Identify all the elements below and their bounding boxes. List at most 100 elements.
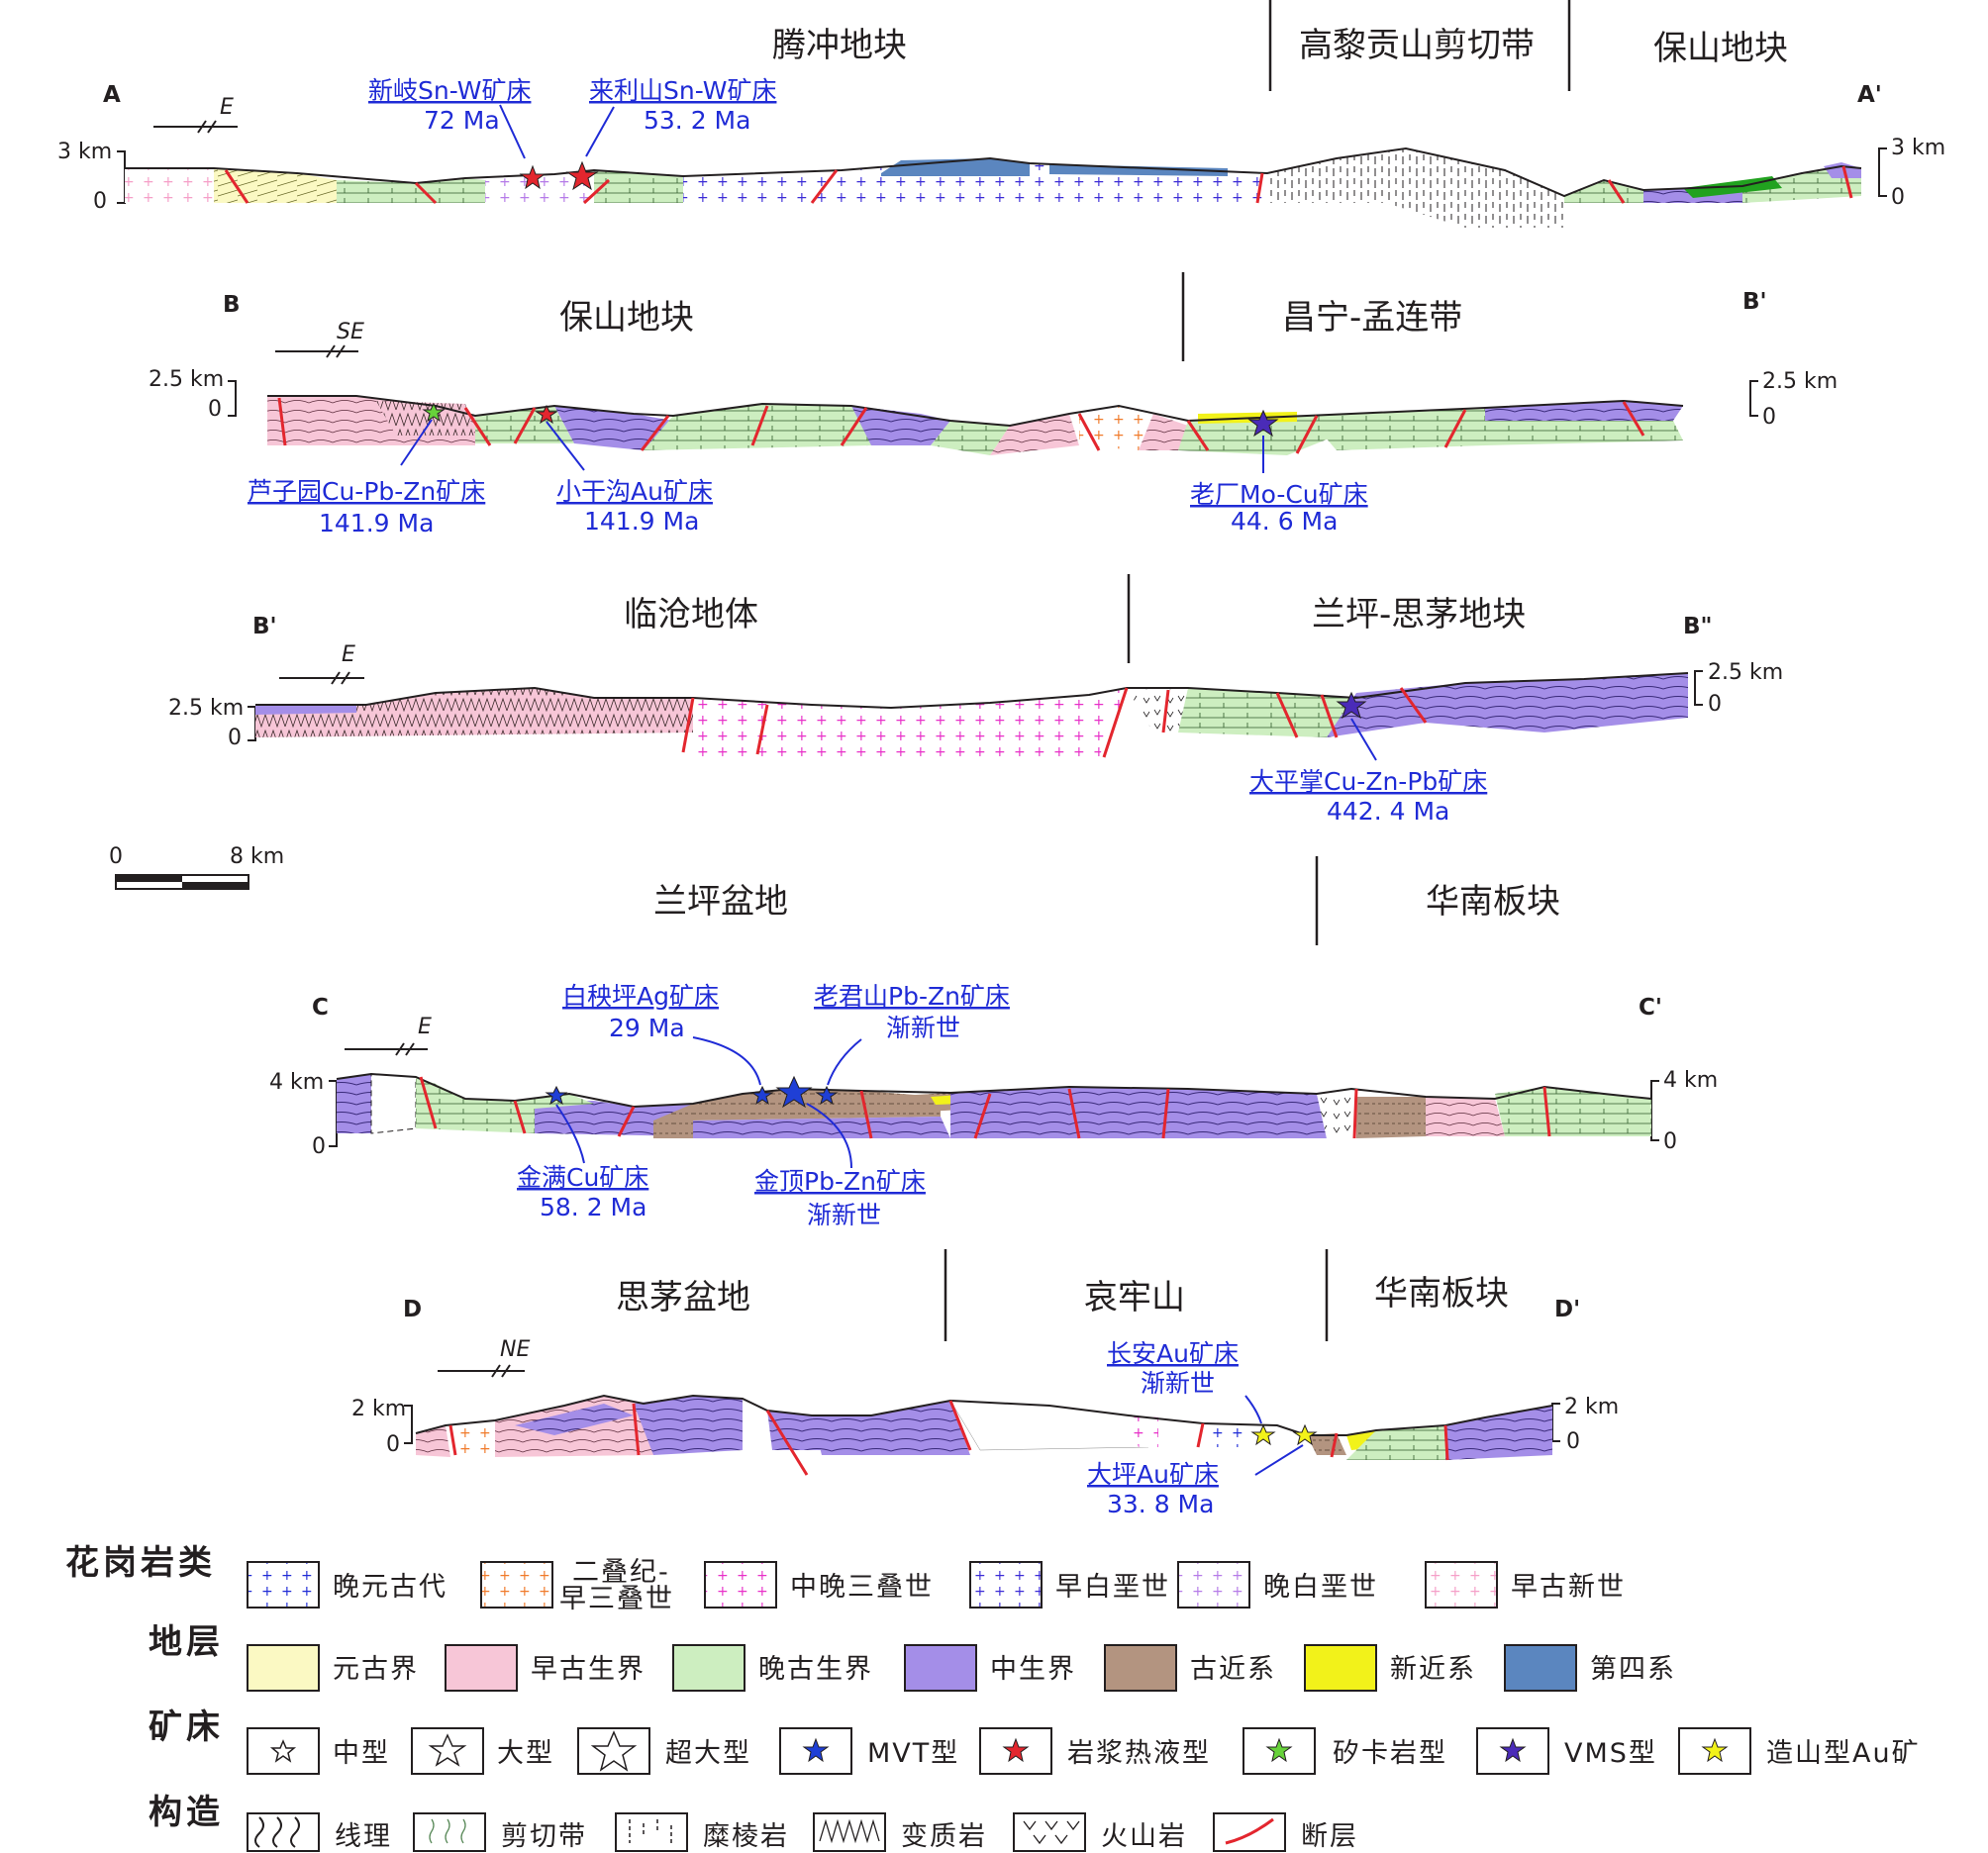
- metamorphic-unit: [255, 688, 693, 737]
- fault-line: [1443, 409, 1467, 448]
- scale-bar: 0 8 km: [109, 844, 284, 890]
- deposit-leader: [499, 104, 526, 159]
- fault-line: [1841, 165, 1853, 199]
- legend-label: 矽卡岩型: [1333, 1738, 1447, 1769]
- legend-item: 晚元古代: [247, 1561, 446, 1609]
- deposit-name: 芦子园Cu-Pb-Zn矿床: [248, 477, 485, 506]
- fault-line: [1607, 179, 1626, 204]
- deposit-age: 53. 2 Ma: [644, 106, 750, 135]
- stratum-unit: [634, 1396, 743, 1455]
- legend-label: 第四系: [1590, 1654, 1676, 1685]
- shear-zone-unit: [949, 1400, 1149, 1451]
- volcanic-unit: [1317, 1089, 1356, 1138]
- legend-item: 新近系: [1304, 1644, 1474, 1692]
- region-label: 华南板块: [1374, 1274, 1509, 1314]
- scale-tick-right: [1878, 147, 1887, 197]
- fault-line: [840, 407, 868, 446]
- star-icon: [1002, 1737, 1030, 1763]
- section-start-label: D: [403, 1297, 422, 1322]
- stratum-unit: [693, 1089, 941, 1121]
- stratum-unit: [950, 1087, 1327, 1138]
- scale-bar-end: 8 km: [230, 844, 284, 869]
- deposit-leader: [827, 1038, 862, 1086]
- stratum-unit: [515, 1404, 634, 1435]
- stratum-unit: [416, 1425, 450, 1457]
- legend-label: 剪切带: [501, 1821, 587, 1852]
- topographic-profile: [255, 672, 1689, 710]
- deposit-age: 141.9 Ma: [584, 507, 699, 536]
- legend-label: MVT型: [867, 1738, 959, 1769]
- scale-tick-right: [1694, 670, 1703, 706]
- granite-unit: [450, 1420, 495, 1457]
- direction-label: E: [342, 642, 355, 667]
- scale-right-bottom: 0: [1762, 405, 1776, 430]
- legend-item: 糜棱岩: [615, 1812, 787, 1852]
- section-end-label: D': [1554, 1297, 1580, 1322]
- deposit-name: 长安Au矿床: [1107, 1339, 1239, 1368]
- legend-item: 晚白垩世: [1177, 1561, 1376, 1609]
- granite-unit: [1079, 406, 1153, 450]
- legend-category-title: 矿床: [149, 1707, 224, 1747]
- legend-label: 中晚三叠世: [790, 1572, 934, 1603]
- star-icon: [1499, 1737, 1527, 1763]
- deposit-name: 大坪Au矿床: [1087, 1460, 1219, 1489]
- fault-line: [1102, 687, 1129, 758]
- quaternary-unit: [881, 158, 1030, 176]
- scale-tick-left: [329, 1080, 338, 1147]
- scale-right-bottom: 0: [1663, 1129, 1677, 1154]
- deposit-star: [1247, 409, 1279, 438]
- region-label: 高黎贡山剪切带: [1299, 26, 1535, 65]
- region-label: 兰坪-思茅地块: [1312, 595, 1526, 634]
- granite-unit: [125, 168, 214, 203]
- direction-arrow: E: [345, 1015, 432, 1056]
- legend-label: 二叠纪-: [572, 1557, 670, 1588]
- fault-line: [755, 704, 769, 755]
- scale-left-top: 2 km: [351, 1397, 406, 1421]
- region-label: 哀牢山: [1084, 1278, 1185, 1317]
- stratum-unit: [1178, 688, 1356, 737]
- region-label: 思茅盆地: [616, 1278, 750, 1317]
- scale-left-bottom: 0: [312, 1134, 326, 1159]
- region-label: 昌宁-孟连带: [1282, 298, 1462, 338]
- fault-line: [513, 1100, 527, 1134]
- deposit-age: 58. 2 Ma: [540, 1193, 646, 1221]
- stratum-unit: [1824, 162, 1861, 178]
- scale-left-bottom: 0: [93, 189, 107, 214]
- stratum-unit: [931, 421, 1010, 455]
- scale-right-bottom: 0: [1708, 692, 1722, 717]
- fault-line: [640, 415, 670, 451]
- deposit-star: [1292, 1423, 1318, 1446]
- direction-arrow: NE: [438, 1337, 530, 1378]
- legend-item: 晚古生界: [672, 1644, 871, 1692]
- legend-label: 古近系: [1190, 1654, 1276, 1685]
- fault-line: [1352, 1088, 1358, 1139]
- stratum-unit: [1445, 1406, 1552, 1460]
- region-label: 华南板块: [1426, 882, 1560, 922]
- deposit-star: [535, 404, 558, 425]
- legend-label: 中生界: [990, 1654, 1076, 1685]
- stratum-unit: [337, 178, 485, 203]
- fault-line: [810, 169, 839, 204]
- scale-left-top: 2.5 km: [149, 367, 224, 392]
- deposit-star: [1250, 1423, 1276, 1446]
- section-end-label: A': [1857, 82, 1882, 108]
- fault-line: [617, 1106, 636, 1137]
- legend-label: 元古界: [333, 1654, 419, 1685]
- deposit-name: 新岐Sn-W矿床: [368, 76, 531, 105]
- region-label: 兰坪盆地: [653, 882, 788, 922]
- fault-line: [1330, 1432, 1339, 1458]
- volcanic-icon: [1023, 1820, 1080, 1845]
- fault-line: [1255, 172, 1264, 204]
- region-label: 保山地块: [1653, 29, 1788, 68]
- fault-line: [277, 397, 287, 446]
- granite-unit: [693, 688, 1127, 757]
- legend-label: 早古生界: [531, 1654, 646, 1685]
- direction-label: E: [418, 1015, 432, 1039]
- legend-category-title: 花岗岩类: [65, 1543, 216, 1583]
- stratum-unit: [1307, 408, 1485, 450]
- direction-label: E: [220, 95, 234, 120]
- legend-label: 中型: [333, 1738, 390, 1769]
- scale-right-top: 2.5 km: [1708, 660, 1783, 685]
- section-C: 兰坪盆地 华南板块 C C' E 4 km 0 4 km 0: [269, 856, 1718, 1229]
